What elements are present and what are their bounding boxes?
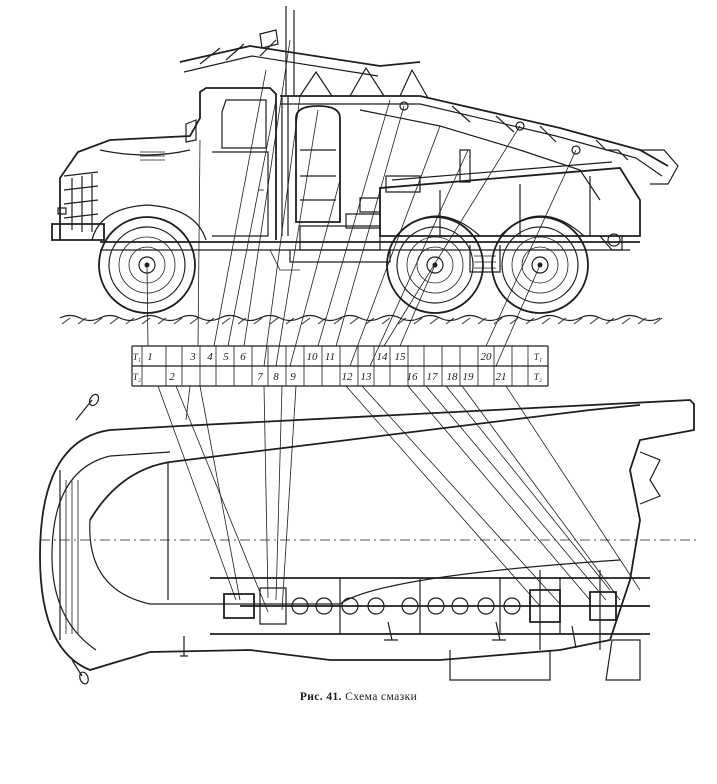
boom-structure bbox=[179, 6, 679, 201]
side-view-leaders bbox=[146, 39, 577, 367]
figure-title: Схема смазки bbox=[345, 691, 418, 703]
side-fittings bbox=[269, 175, 421, 271]
point-number-top: 15 bbox=[395, 351, 407, 363]
point-number-bottom: 13 bbox=[361, 371, 373, 383]
point-number-top: 20 bbox=[481, 351, 493, 363]
point-number-bottom: 19 bbox=[463, 371, 475, 383]
point-number-bottom: 12 bbox=[342, 371, 354, 383]
rear-platform bbox=[379, 161, 641, 251]
point-number-bottom: 7 bbox=[257, 371, 263, 383]
point-number-bottom: 16 bbox=[407, 371, 419, 383]
point-number-top: 14 bbox=[377, 351, 389, 363]
air-tank bbox=[281, 96, 341, 236]
point-number-top: 11 bbox=[325, 351, 335, 363]
figure-label: Рис. 41. bbox=[299, 691, 342, 703]
point-number-top: 3 bbox=[189, 351, 196, 363]
row-code-bottom-left: Т₂ bbox=[133, 372, 141, 382]
figure-caption: Рис. 41. Схема смазки bbox=[0, 691, 717, 703]
truck-plan-view bbox=[39, 393, 700, 685]
truck-side-view bbox=[51, 6, 679, 325]
cab-and-hood bbox=[51, 87, 277, 241]
point-number-bottom: 8 bbox=[273, 371, 279, 383]
point-number-bottom: 2 bbox=[169, 371, 175, 383]
point-number-top: 1 bbox=[147, 351, 153, 363]
point-number-bottom: 17 bbox=[427, 371, 439, 383]
point-number-bottom: 9 bbox=[290, 371, 296, 383]
row-code-top-right: Т₁ bbox=[534, 352, 542, 362]
chassis-frame bbox=[100, 225, 640, 273]
point-number-top: 10 bbox=[307, 351, 319, 363]
point-number-bottom: 21 bbox=[496, 371, 507, 383]
ground-line bbox=[59, 314, 663, 325]
row-code-bottom-right: Т₂ bbox=[534, 372, 542, 382]
middle-rear-wheel bbox=[386, 216, 484, 314]
point-number-top: 4 bbox=[207, 351, 213, 363]
row-code-top-left: Т₁ bbox=[133, 352, 141, 362]
last-rear-wheel bbox=[491, 216, 589, 314]
point-number-top: 5 bbox=[223, 351, 229, 363]
point-number-top: 6 bbox=[240, 351, 246, 363]
point-number-bottom: 18 bbox=[447, 371, 459, 383]
